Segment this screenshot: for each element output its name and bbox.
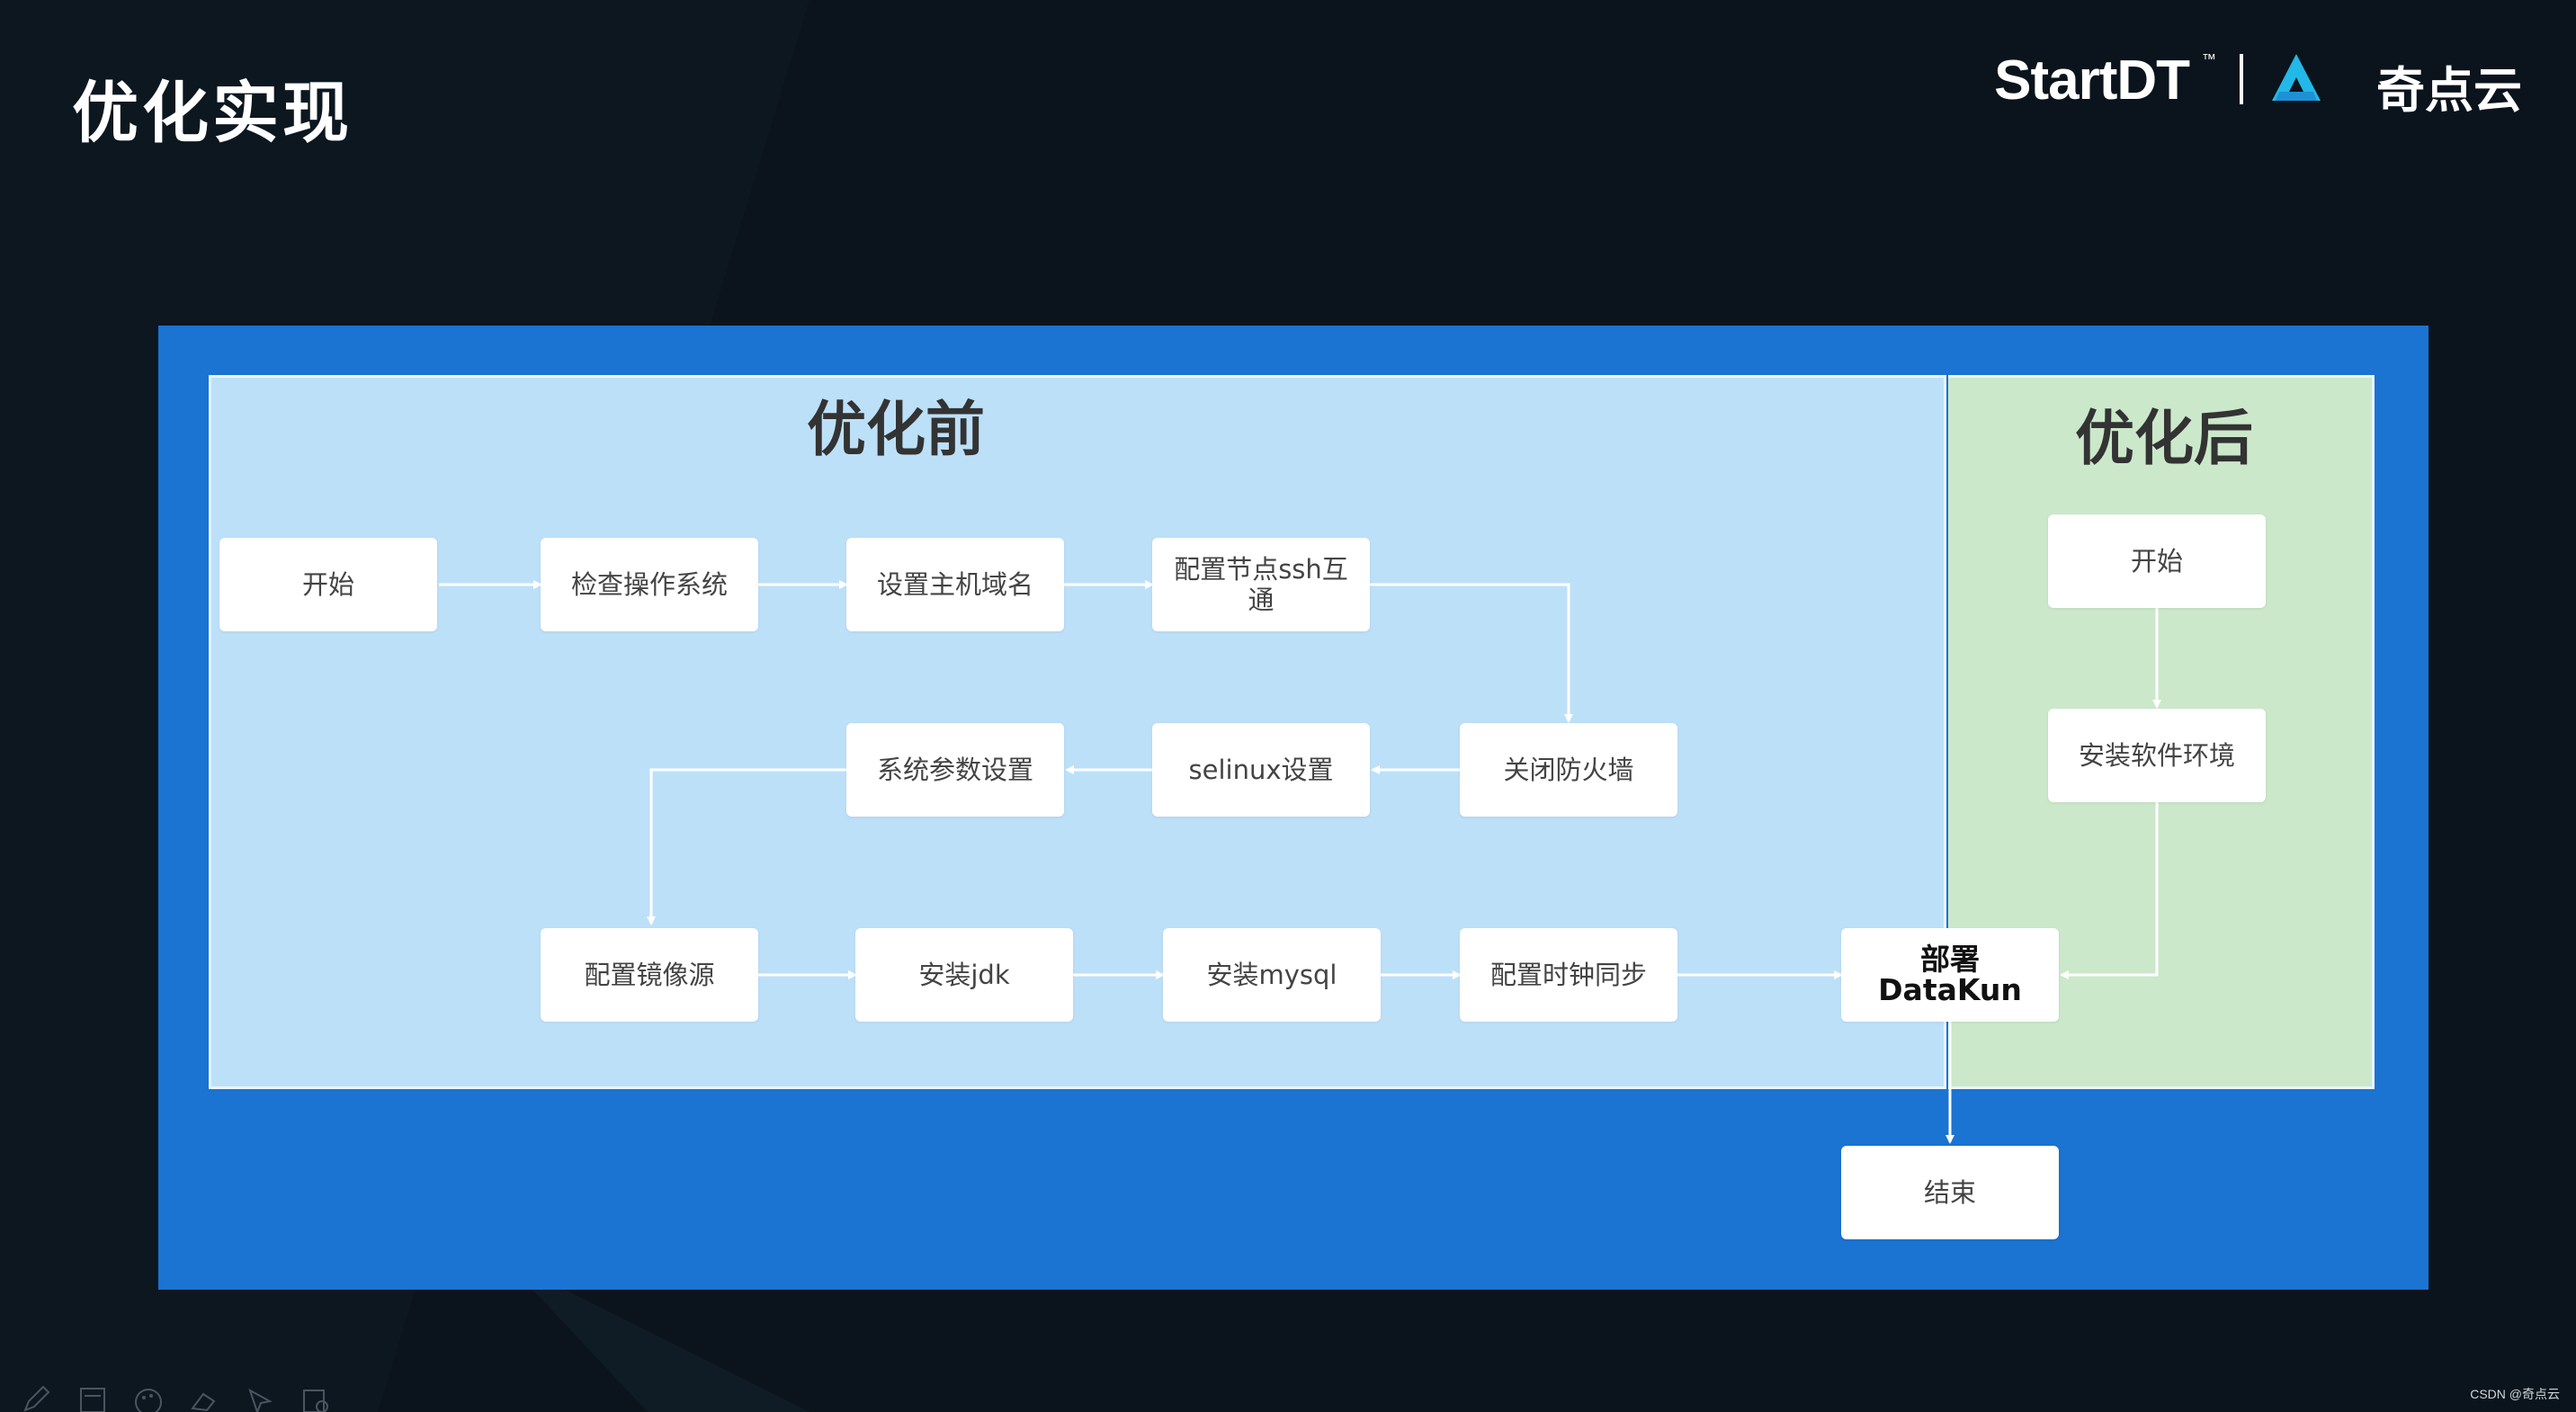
node-after-env[interactable]: 安装软件环境: [2048, 709, 2266, 802]
settings-icon[interactable]: [299, 1385, 333, 1412]
after-title: 优化后: [2075, 404, 2253, 473]
before-title: 优化前: [807, 395, 985, 464]
startdt-logo-text: StartDT: [1994, 49, 2190, 112]
logo-divider: [2240, 54, 2243, 104]
node-after-start[interactable]: 开始: [2048, 514, 2266, 608]
node-firewall[interactable]: 关闭防火墙: [1460, 723, 1677, 817]
brand-logo: StartDT ™ 奇点云: [1994, 43, 2522, 124]
node-clock-sync[interactable]: 配置时钟同步: [1460, 928, 1677, 1022]
flow-arrows: [439, 580, 2161, 1144]
node-sys-params[interactable]: 系统参数设置: [846, 723, 1064, 817]
trademark-symbol: ™: [2202, 52, 2216, 67]
node-check-os[interactable]: 检查操作系统: [541, 538, 758, 631]
pointer-icon[interactable]: [243, 1385, 277, 1412]
eraser-icon[interactable]: [187, 1385, 221, 1412]
document-icon[interactable]: [76, 1385, 110, 1412]
slide-title: 优化实现: [72, 75, 353, 152]
qidian-logo-icon: [2272, 54, 2321, 101]
presentation-toolbar: [20, 1385, 362, 1412]
node-jdk[interactable]: 安装jdk: [855, 928, 1073, 1022]
qidian-logo-text: 奇点云: [2376, 62, 2522, 119]
node-start[interactable]: 开始: [219, 538, 437, 631]
flowchart-panel: 优化前 优化后 开: [158, 326, 2428, 1290]
node-mirror[interactable]: 配置镜像源: [541, 928, 758, 1022]
node-deploy-datakun[interactable]: 部署DataKun: [1841, 928, 2059, 1022]
node-mysql[interactable]: 安装mysql: [1163, 928, 1381, 1022]
node-set-hostname[interactable]: 设置主机域名: [846, 538, 1064, 631]
watermark: CSDN @奇点云: [2470, 1387, 2560, 1401]
arrow-env-to-deploy: [2060, 802, 2159, 979]
arrow-ssh-to-firewall: [1370, 583, 1573, 723]
node-ssh-trust[interactable]: 配置节点ssh互通: [1152, 538, 1370, 631]
palette-icon[interactable]: [131, 1385, 165, 1412]
node-selinux[interactable]: selinux设置: [1152, 723, 1370, 817]
node-end[interactable]: 结束: [1841, 1146, 2059, 1239]
pen-icon[interactable]: [20, 1385, 54, 1412]
arrow-params-to-mirror: [647, 768, 846, 925]
